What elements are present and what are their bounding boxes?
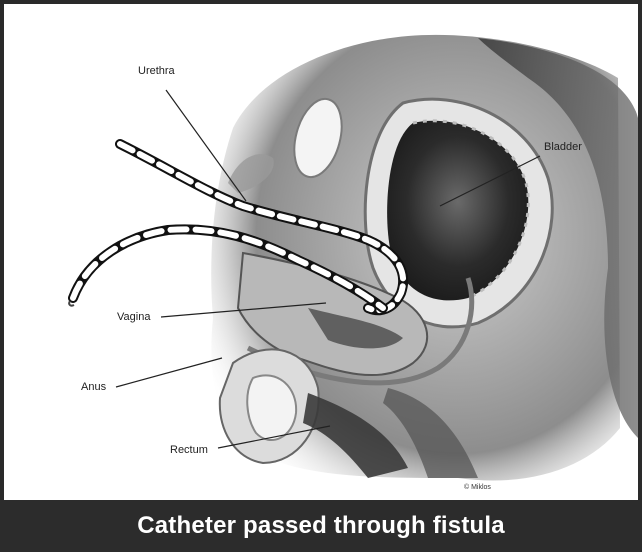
anus-label: Anus [81, 381, 106, 393]
bladder-label: Bladder [544, 141, 582, 153]
caption-bar: Catheter passed through fistula [0, 500, 642, 552]
artist-credit: © Miklos [464, 484, 491, 491]
rectum-label: Rectum [170, 444, 208, 456]
anus-leader [116, 358, 222, 387]
urethra-label: Urethra [138, 65, 175, 77]
anatomy-illustration [8, 8, 642, 504]
vagina-label: Vagina [117, 311, 150, 323]
caption-text: Catheter passed through fistula [137, 512, 505, 540]
